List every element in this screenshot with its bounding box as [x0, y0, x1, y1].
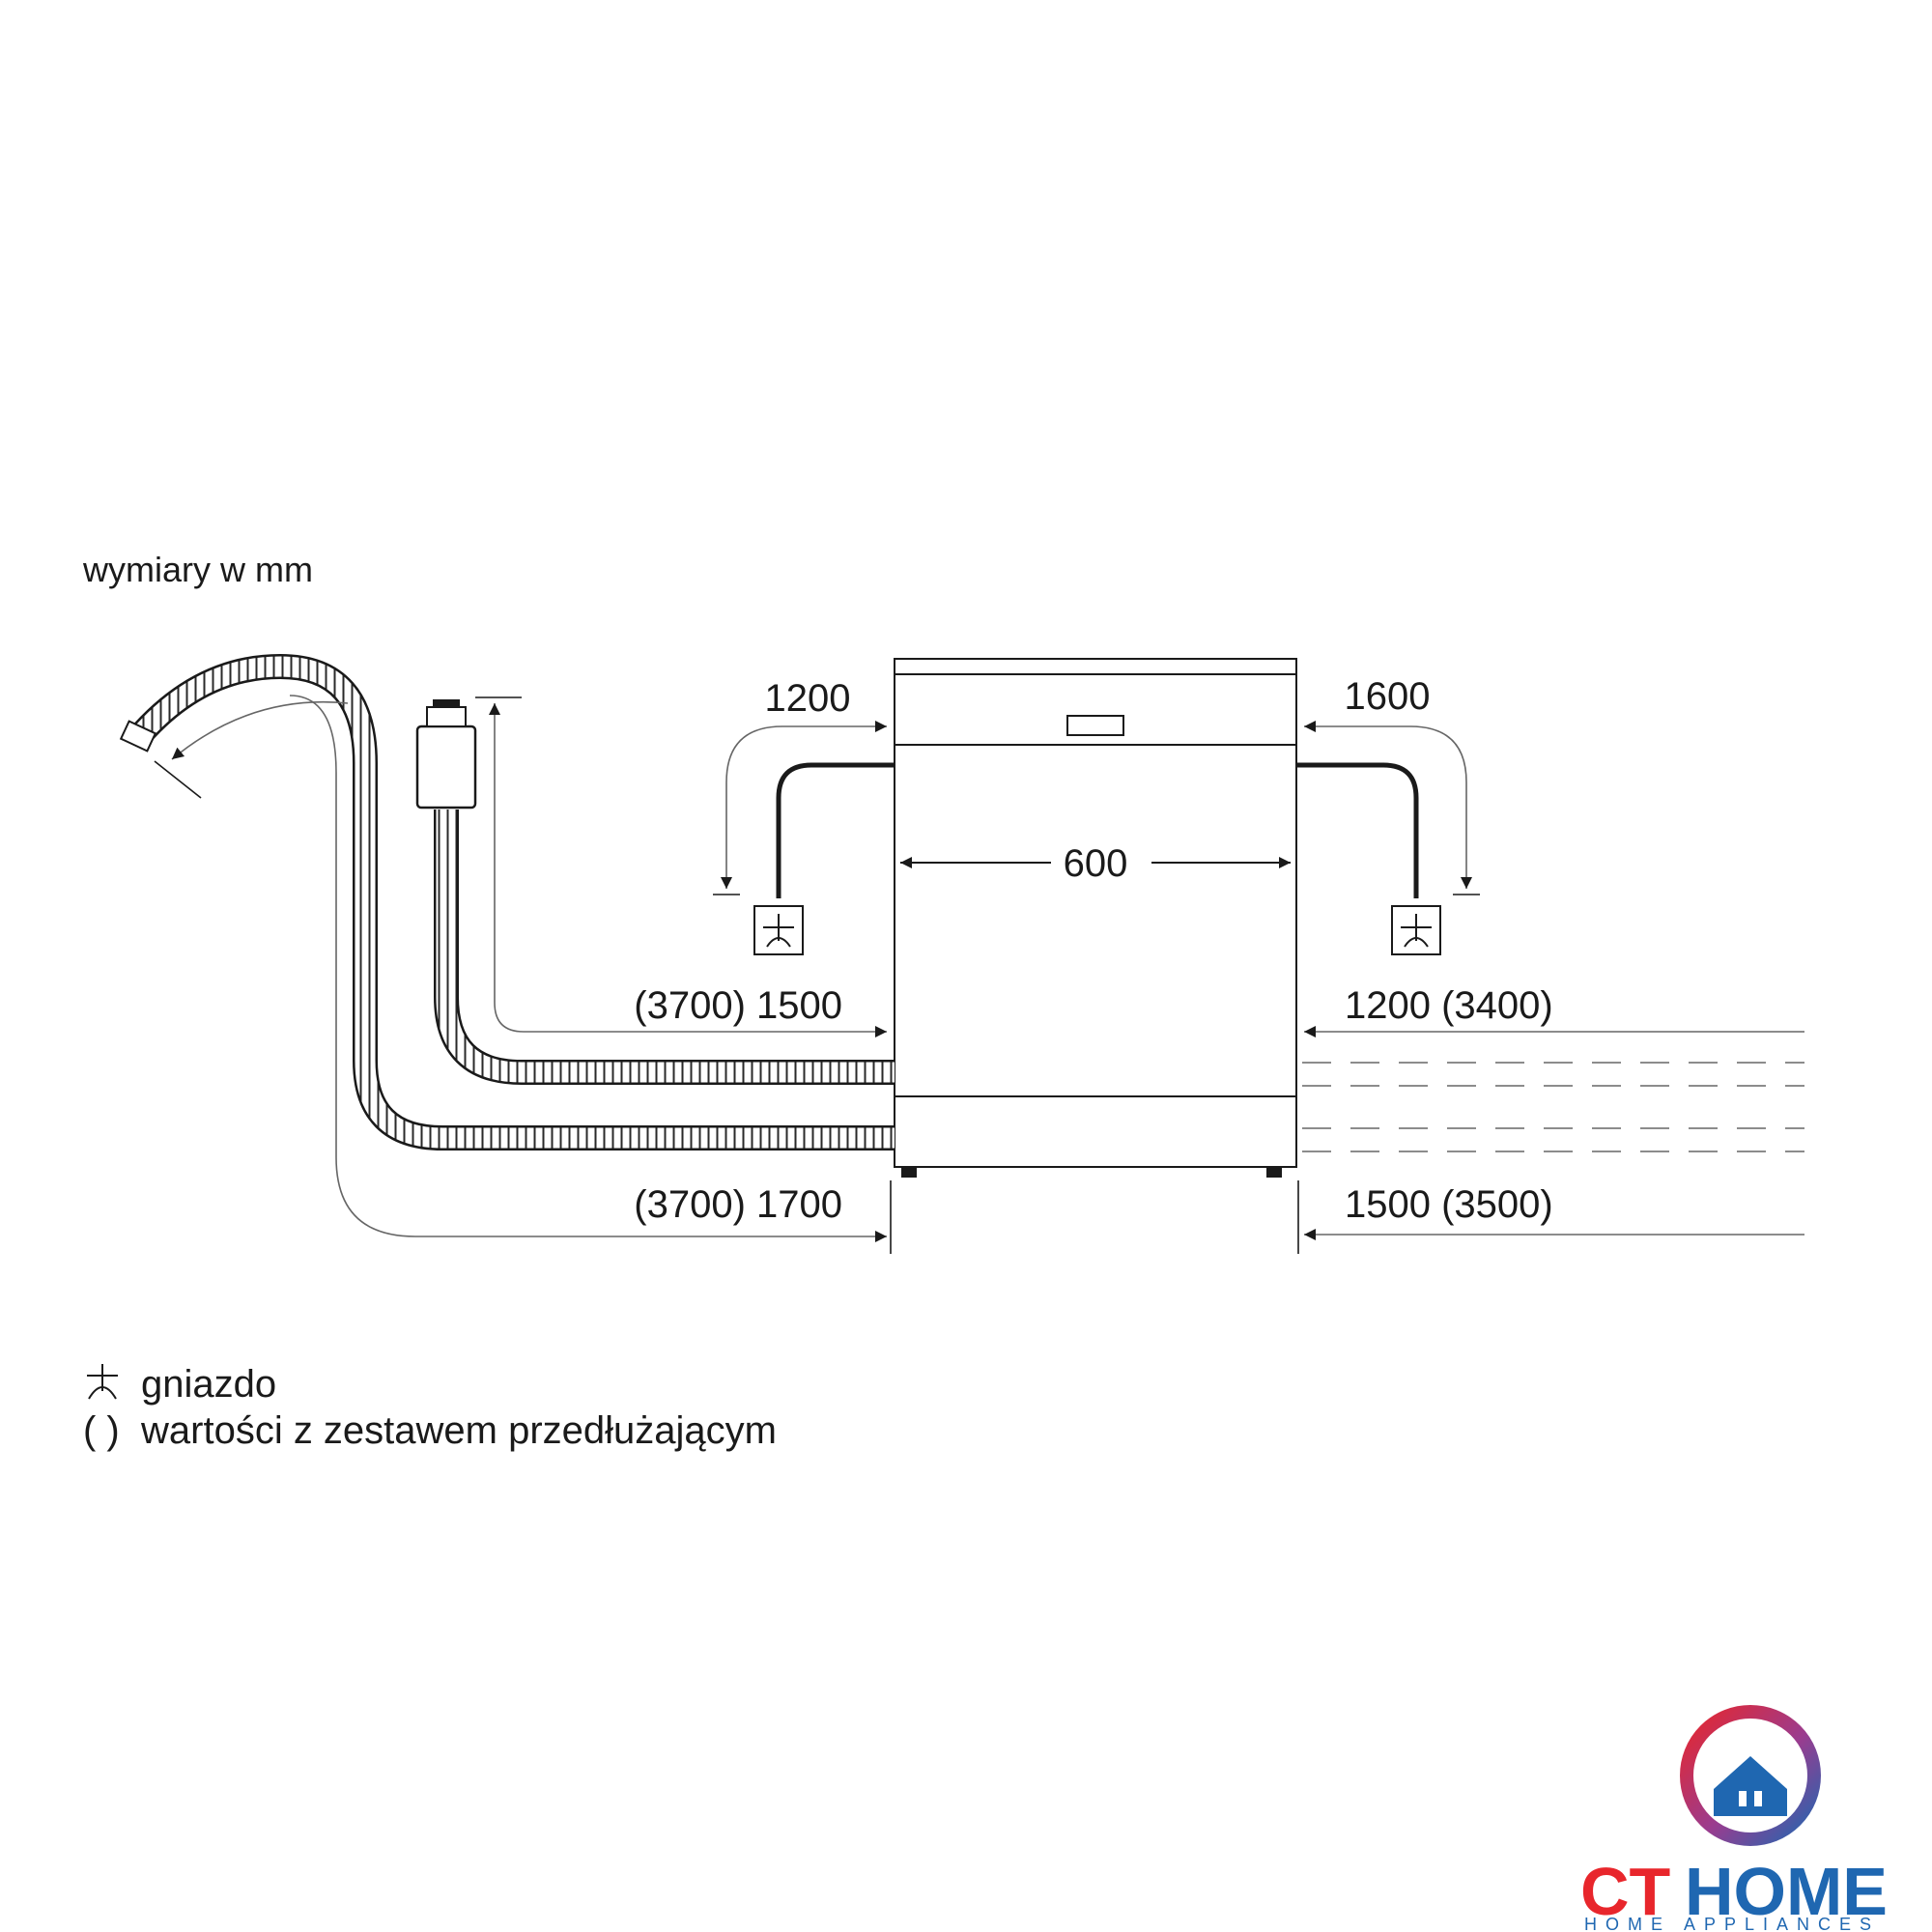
- legend-extension-symbol: ( ): [83, 1409, 120, 1452]
- cable-left-label: 1200: [765, 677, 851, 720]
- width-dimension: 600: [900, 842, 1291, 885]
- drain-hose: [119, 653, 895, 1151]
- socket-icon: [753, 905, 804, 955]
- width-label: 600: [1064, 842, 1128, 885]
- power-cable-left: 1200: [713, 677, 895, 898]
- socket-icon: [1391, 905, 1441, 955]
- aquastop-valve: [415, 724, 477, 810]
- legend-extension: wartości z zestawem przedłużającym: [140, 1409, 777, 1452]
- drain-right-label: 1500 (3500): [1345, 1183, 1553, 1226]
- drain-left-label: (3700) 1700: [634, 1183, 842, 1226]
- inlet-left-label: (3700) 1500: [634, 984, 842, 1027]
- legend-socket: gniazdo: [141, 1363, 276, 1406]
- control-display: [1066, 715, 1124, 736]
- brand-name-ct: CT: [1580, 1854, 1670, 1929]
- socket-legend-icon: [87, 1364, 118, 1400]
- cable-right-label: 1600: [1345, 675, 1431, 718]
- right-dimensions: 1200 (3400) 1500 (3500): [1302, 984, 1804, 1240]
- inlet-right-label: 1200 (3400): [1345, 984, 1553, 1027]
- brand-name-home: HOME: [1685, 1854, 1888, 1929]
- inlet-hose: [415, 699, 895, 1085]
- inlet-dimension: (3700) 1500: [475, 696, 887, 1037]
- legend: gniazdo ( ) wartości z zestawem przedłuż…: [83, 1363, 777, 1452]
- power-cable-right: 1600: [1296, 675, 1480, 898]
- brand-tagline: HOME APPLIANCES: [1584, 1915, 1880, 1932]
- units-note: wymiary w mm: [82, 550, 313, 589]
- house-logo-icon: [1680, 1705, 1821, 1846]
- dishwasher-front: [894, 658, 1297, 1178]
- brand-logo: CT HOME HOME APPLIANCES: [1580, 1705, 1888, 1932]
- drain-dimension: (3700) 1700: [289, 695, 1299, 1254]
